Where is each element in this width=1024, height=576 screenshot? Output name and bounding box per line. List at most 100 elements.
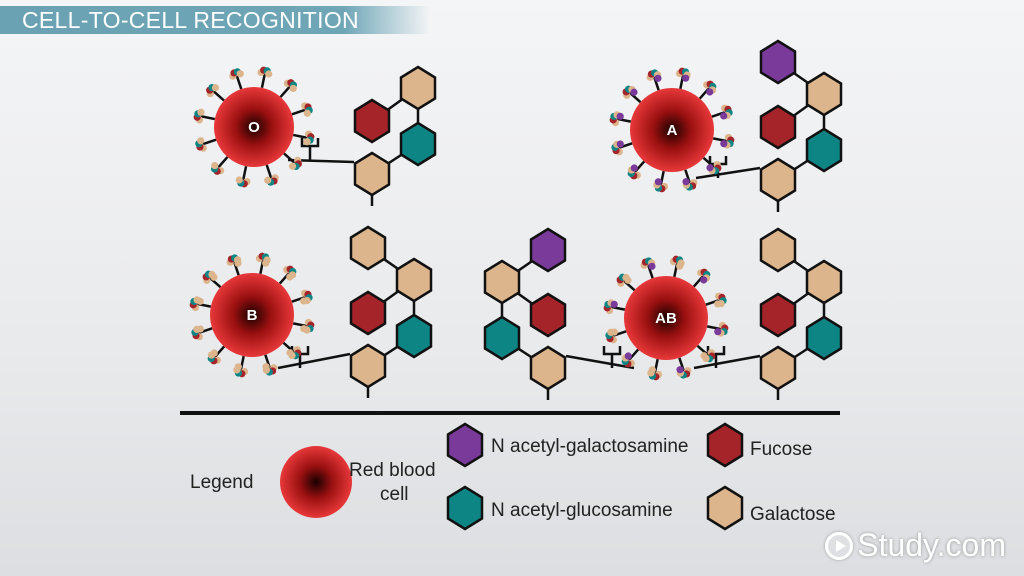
linker-line [695, 166, 761, 180]
glcnac-hexagon-icon [805, 315, 843, 361]
fucose-hexagon-icon [706, 422, 744, 468]
fucose-hexagon-icon [353, 98, 391, 144]
cell-body [624, 276, 708, 360]
antigen-sugar-dot [300, 297, 308, 305]
surface-antigen-icon [255, 252, 271, 275]
surface-antigen-icon [202, 270, 222, 289]
antigen-sugar-dot [236, 70, 244, 78]
page-title: CELL-TO-CELL RECOGNITION [22, 7, 359, 33]
galnac-hexagon-icon [529, 227, 567, 273]
antigen-sugar-dot [210, 349, 218, 357]
glcnac-hexagon-icon [446, 485, 484, 531]
antigen-stalk [265, 164, 273, 179]
antigen-sugar-dot [720, 140, 728, 148]
antigen-sugar-dot [616, 140, 624, 148]
antigen-sugar-dot [610, 300, 618, 308]
surface-antigen-icon [210, 156, 229, 175]
cell-label: A [667, 122, 678, 139]
surface-antigen-icon [616, 273, 636, 292]
surface-antigen-icon [702, 156, 722, 175]
fucose-hexagon-icon [529, 292, 567, 338]
linker-line [277, 352, 351, 370]
surface-antigen-icon [603, 299, 626, 315]
cell-body [630, 88, 714, 172]
red-blood-cell-ab: AB [603, 255, 729, 381]
surface-antigen-icon [292, 318, 315, 334]
surface-antigen-icon [226, 254, 242, 276]
surface-antigen-icon [692, 268, 711, 288]
galactose-hexagon-icon [399, 65, 437, 111]
oligosaccharide-chain [277, 225, 433, 398]
antigen-sugar-dot [630, 88, 638, 96]
surface-antigen-icon [609, 111, 632, 127]
antigen-sugar-dot [286, 349, 294, 357]
antigen-sugar-dot [648, 366, 656, 374]
surface-antigen-icon [605, 328, 627, 344]
surface-antigen-icon [233, 355, 249, 378]
legend-glcnac-label: N acetyl-glucosamine [491, 500, 673, 521]
surface-antigen-icon [207, 345, 226, 365]
legend-rbc-label-2: cell [380, 484, 409, 505]
fucose-hexagon-icon [759, 292, 797, 338]
cell-body [214, 87, 294, 167]
legend-red-blood-cell-icon [280, 446, 352, 518]
antigen-sugar-dot [303, 109, 311, 117]
galactose-hexagon-icon [759, 227, 797, 273]
galactose-hexagon-icon [353, 151, 391, 197]
antigen-sugar-dot [300, 325, 308, 333]
surface-antigen-icon [647, 358, 663, 381]
surface-antigen-icon [696, 344, 716, 363]
glcnac-hexagon-icon [805, 127, 843, 173]
surface-antigen-icon [675, 67, 691, 90]
cell-label: B [247, 307, 258, 324]
cell-label: O [248, 119, 260, 136]
study-com-logo: Study.com [825, 527, 1006, 564]
galactose-hexagon-icon [759, 157, 797, 203]
oligosaccharide-chain [483, 227, 635, 400]
galactose-hexagon-icon [483, 259, 521, 305]
antigen-sugar-dot [648, 262, 656, 270]
surface-antigen-icon [711, 104, 733, 120]
legend-fucose-label: Fucose [750, 439, 812, 460]
surface-antigen-icon [279, 79, 298, 98]
antigen-sugar-dot [654, 178, 662, 186]
antigen-sugar-dot [211, 161, 219, 170]
antigen-sugar-dot [714, 328, 722, 336]
antigen-sugar-dot [235, 176, 243, 184]
antigen-sugar-dot [676, 366, 684, 374]
antigen-stalk [279, 85, 291, 98]
surface-antigen-icon [257, 66, 273, 89]
antigen-sugar-dot [234, 259, 242, 267]
play-icon [825, 531, 854, 560]
galactose-hexagon-icon [706, 485, 744, 531]
antigen-stalk [235, 75, 243, 90]
antigen-sugar-dot [624, 276, 632, 284]
antigen-sugar-dot [262, 259, 270, 267]
red-blood-cell-a: A [609, 67, 735, 193]
surface-antigen-icon [698, 80, 717, 100]
surface-antigen-icon [640, 257, 656, 279]
surface-antigen-icon [653, 170, 669, 193]
surface-antigen-icon [621, 348, 640, 368]
title-bar: CELL-TO-CELL RECOGNITION [0, 6, 430, 34]
surface-antigen-icon [705, 292, 727, 308]
surface-antigen-icon [291, 289, 313, 305]
glcnac-hexagon-icon [483, 315, 521, 361]
oligosaccharide-chain [693, 227, 843, 400]
logo-text: Study.com [857, 527, 1006, 563]
linker-line [565, 354, 635, 370]
antigen-sugar-dot [211, 84, 220, 92]
antigen-sugar-dot [616, 112, 624, 120]
surface-antigen-icon [235, 165, 251, 188]
surface-antigen-icon [229, 68, 244, 90]
antigen-sugar-dot [196, 325, 204, 333]
antigen-sugar-dot [234, 363, 242, 371]
cell-body [210, 273, 294, 357]
antigen-sugar-dot [630, 164, 638, 172]
antigen-sugar-dot [682, 178, 690, 186]
antigen-sugar-dot [210, 273, 218, 281]
surface-antigen-icon [669, 255, 685, 278]
surface-antigen-icon [264, 164, 279, 186]
fucose-hexagon-icon [349, 290, 387, 336]
